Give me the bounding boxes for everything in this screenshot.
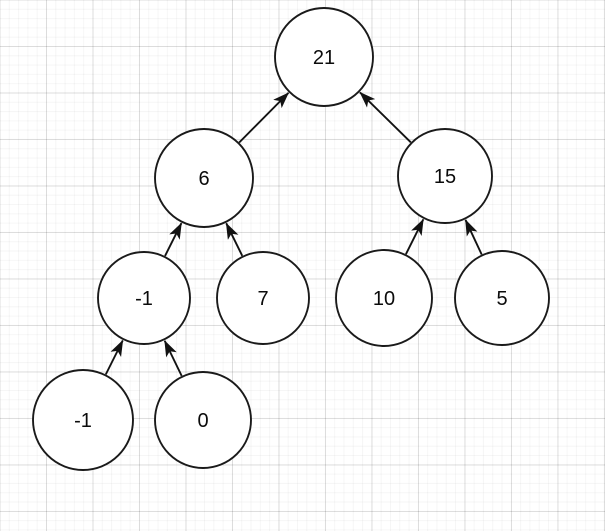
tree-edge-6-to-21	[238, 92, 290, 144]
node-label: 5	[496, 288, 507, 310]
tree-node[interactable]: -1	[32, 369, 134, 471]
node-circle[interactable]	[335, 249, 433, 347]
node-label: 7	[257, 288, 268, 310]
node-label: -1	[135, 288, 153, 310]
tree-edge--1-to-6	[164, 222, 183, 257]
node-circle[interactable]	[97, 251, 191, 345]
node-label: -1	[74, 410, 92, 432]
tree-node[interactable]: 21	[274, 7, 374, 107]
tree-node[interactable]: 7	[216, 251, 310, 345]
tree-node[interactable]: 10	[335, 249, 433, 347]
tree-node[interactable]: 5	[454, 250, 550, 346]
tree-node[interactable]: 15	[397, 128, 493, 224]
node-label: 6	[198, 168, 209, 190]
node-label: 21	[313, 47, 335, 69]
node-label: 15	[434, 166, 456, 188]
tree-edge-5-to-15	[464, 219, 483, 255]
tree-node[interactable]: 6	[154, 128, 254, 228]
node-circle[interactable]	[274, 7, 374, 107]
node-label: 0	[197, 410, 208, 432]
edges-layer	[104, 91, 483, 377]
node-circle[interactable]	[32, 369, 134, 471]
nodes-layer: 21 6 15 -1 7 10 5 -1 0	[32, 7, 550, 471]
tree-edge-10-to-15	[405, 218, 425, 255]
node-circle[interactable]	[397, 128, 493, 224]
node-circle[interactable]	[216, 251, 310, 345]
tree-edge-7-to-6	[225, 222, 244, 257]
tree-edge-0-to--1	[163, 340, 183, 377]
node-label: 10	[373, 288, 395, 310]
node-circle[interactable]	[154, 128, 254, 228]
tree-edge--1-to--1	[104, 339, 124, 375]
tree-node[interactable]: 0	[154, 371, 252, 469]
node-circle[interactable]	[454, 250, 550, 346]
tree-node[interactable]: -1	[97, 251, 191, 345]
node-circle[interactable]	[154, 371, 252, 469]
tree-edge-15-to-21	[359, 91, 412, 144]
